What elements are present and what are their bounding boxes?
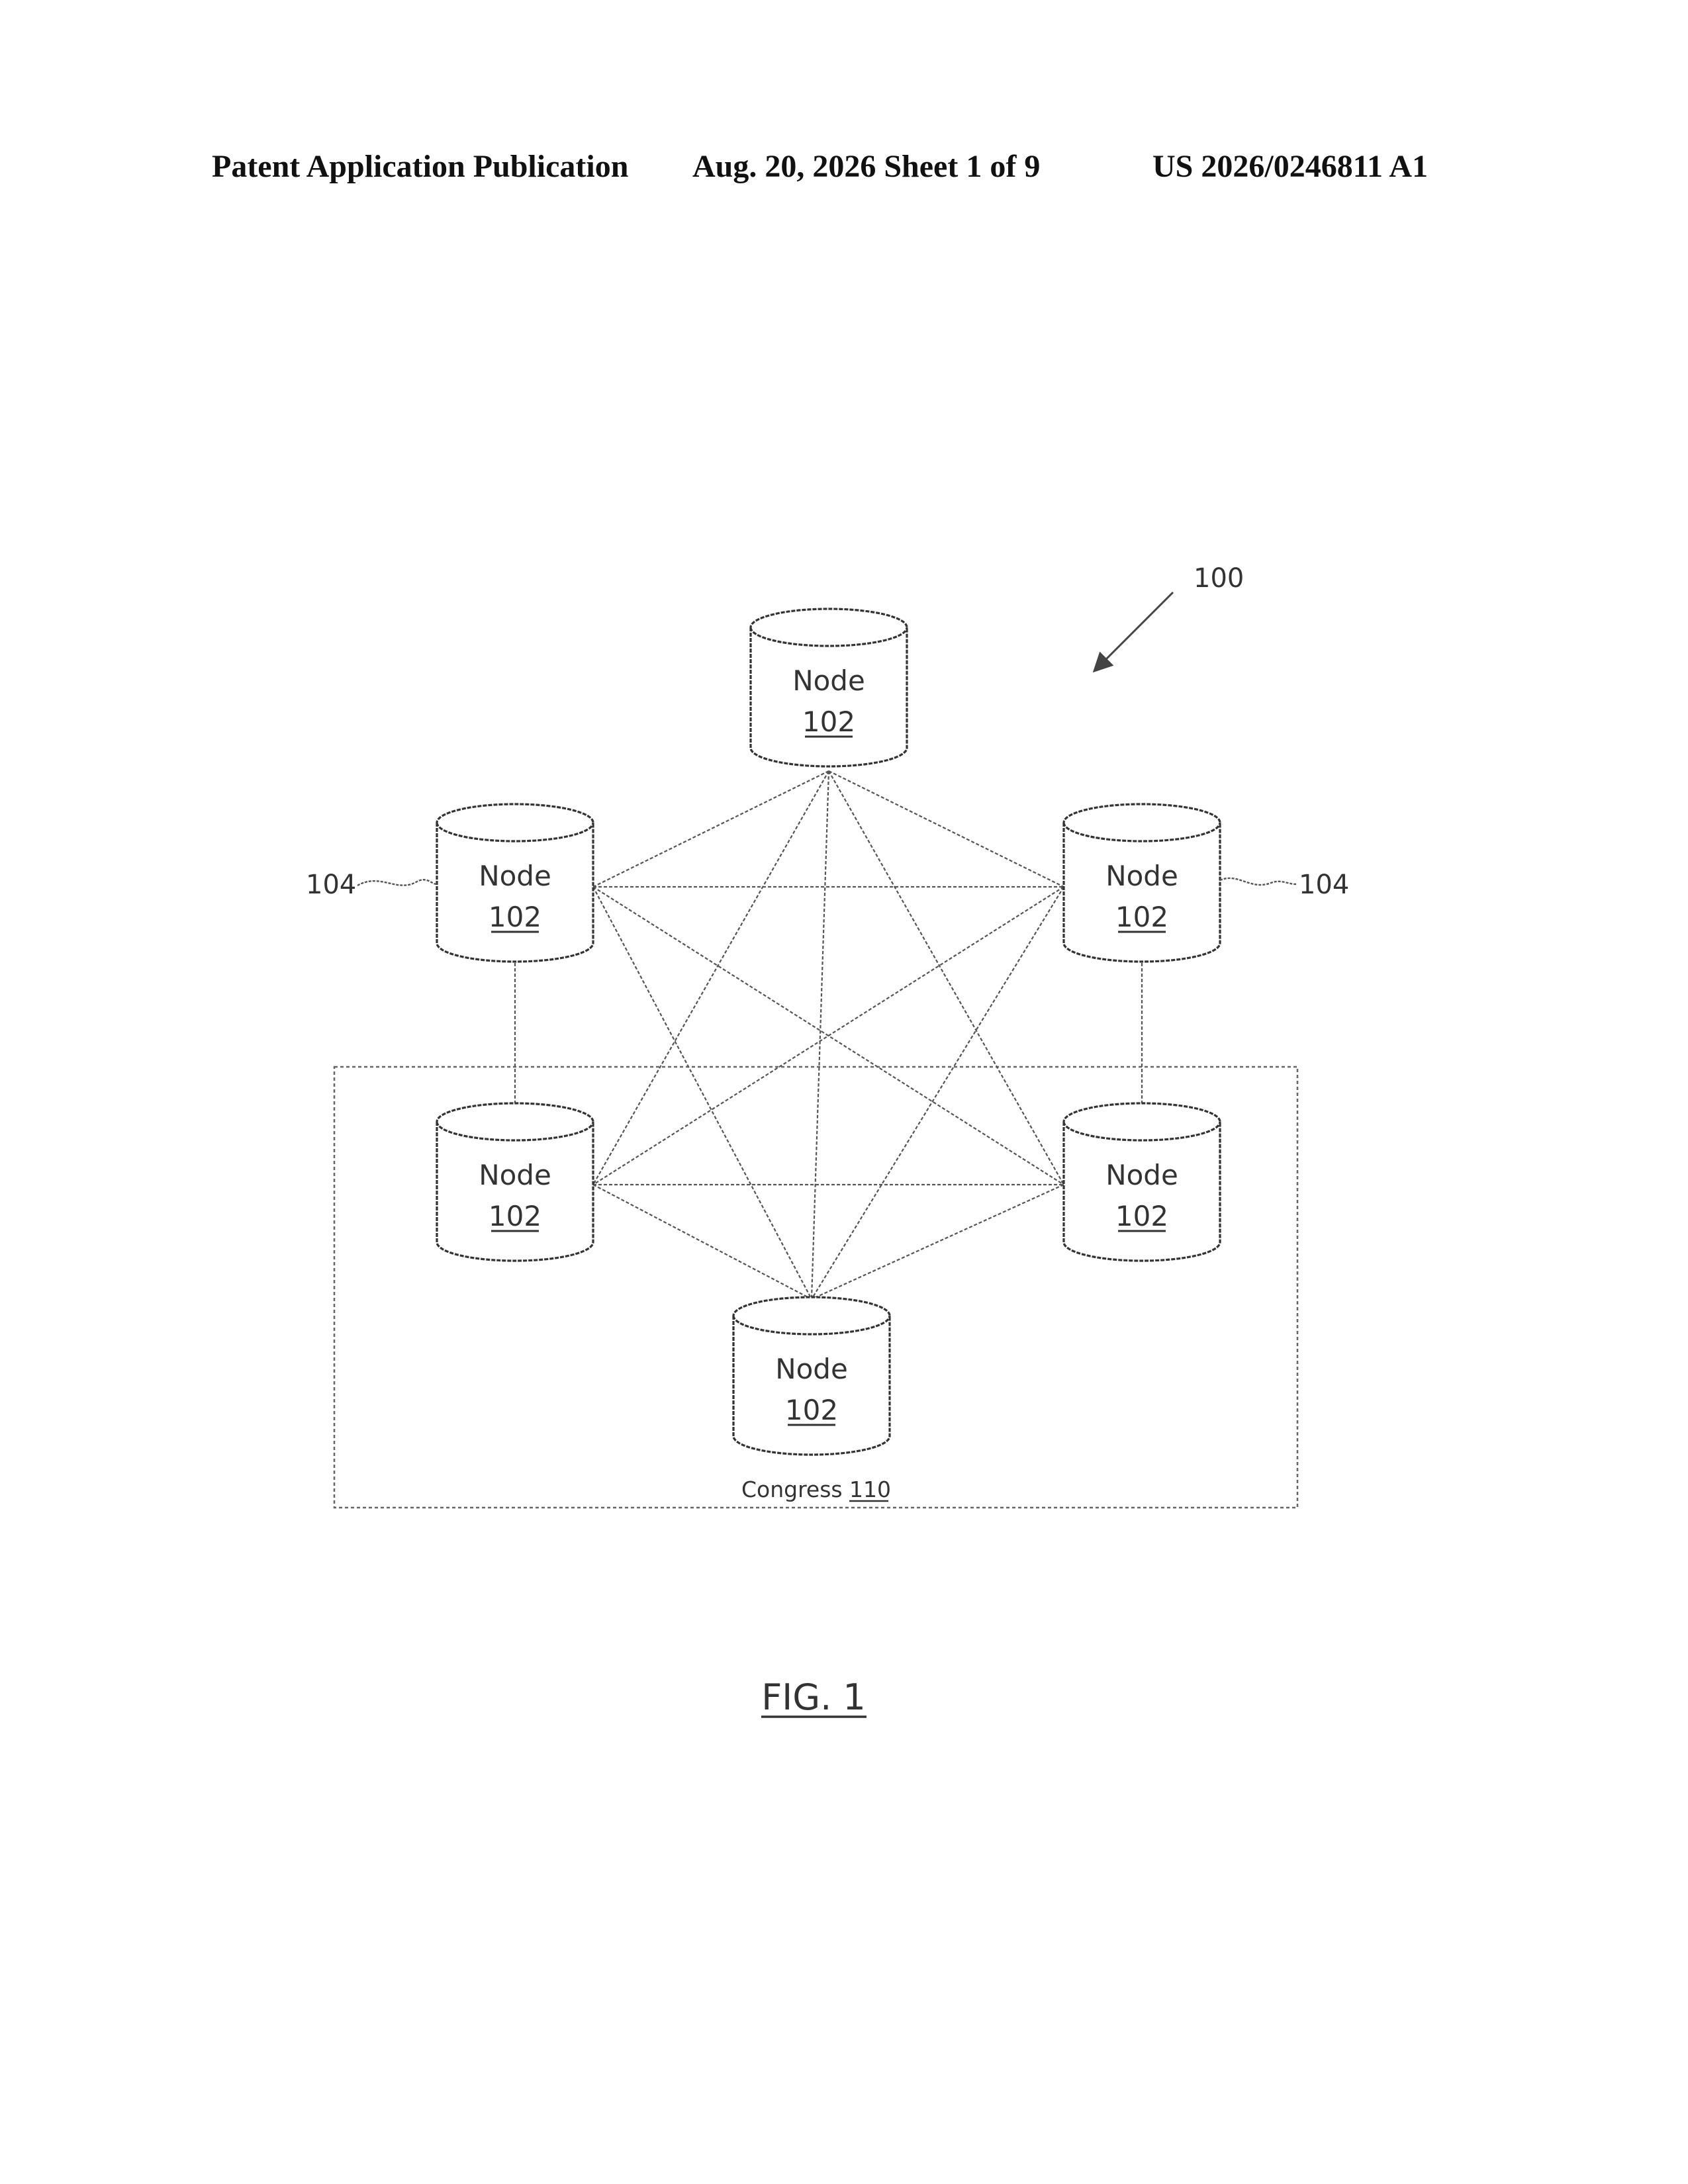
edge-top-lowerright — [829, 771, 1064, 1185]
edge-upperright-bottom — [812, 887, 1064, 1299]
node-label: Node — [1105, 860, 1178, 892]
system-ref-label: 100 — [1194, 563, 1244, 594]
node-label: Node — [1105, 1159, 1178, 1191]
edge-lowerleft-bottom — [593, 1185, 812, 1299]
node-ref: 102 — [785, 1394, 838, 1426]
link-ref-left: 104 — [306, 870, 356, 900]
node-label: Node — [479, 1159, 551, 1191]
node-upper-left: Node 102 — [437, 804, 593, 962]
edge-upperleft-bottom — [593, 887, 812, 1299]
node-bottom: Node 102 — [733, 1297, 890, 1455]
node-ref: 102 — [1115, 901, 1168, 933]
node-ref: 102 — [1115, 1200, 1168, 1232]
link-ref-right: 104 — [1299, 870, 1349, 900]
node-top: Node 102 — [751, 609, 907, 766]
figure-caption: FIG. 1 — [761, 1676, 866, 1718]
system-ref-arrow — [1096, 592, 1173, 670]
leader-line-right — [1220, 878, 1296, 885]
node-label: Node — [792, 664, 865, 697]
edge-lowerright-bottom — [812, 1185, 1064, 1299]
node-lower-left: Node 102 — [437, 1103, 593, 1261]
node-ref: 102 — [802, 705, 855, 738]
node-ref: 102 — [489, 1200, 541, 1232]
edge-top-lowerleft — [593, 771, 829, 1185]
congress-ref: 110 — [849, 1477, 891, 1502]
leader-line-left — [357, 880, 437, 886]
node-label: Node — [775, 1353, 848, 1385]
node-lower-right: Node 102 — [1064, 1103, 1220, 1261]
node-ref: 102 — [489, 901, 541, 933]
node-edges — [515, 771, 1142, 1299]
congress-label: Congress — [741, 1477, 843, 1502]
node-label: Node — [479, 860, 551, 892]
edge-top-upperright — [829, 771, 1064, 887]
edge-top-upperleft — [593, 771, 829, 887]
node-upper-right: Node 102 — [1064, 804, 1220, 962]
